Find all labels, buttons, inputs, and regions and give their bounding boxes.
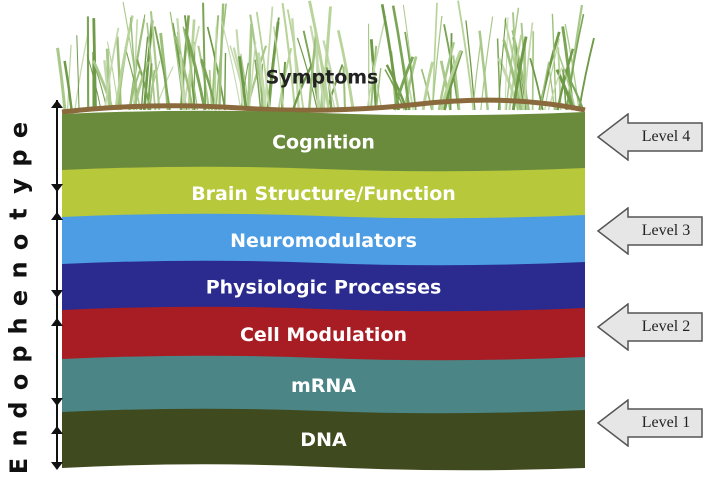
axis-arrow-up-icon — [51, 100, 63, 108]
side-title-letter: h — [7, 317, 31, 334]
level-arrow-2: Level 2 — [596, 303, 704, 351]
side-title-letter: E — [7, 458, 31, 474]
grass-illustration — [58, 1, 594, 110]
level-arrow-3: Level 3 — [596, 207, 704, 255]
level-label: Level 4 — [630, 113, 702, 161]
side-title-letter: o — [7, 234, 31, 251]
side-title-letter: d — [7, 401, 31, 418]
layer-label: Physiologic Processes — [206, 277, 442, 299]
axis-arrow-up-icon — [51, 426, 63, 434]
level-label: Level 1 — [630, 399, 702, 447]
axis-arrow-down-icon — [51, 290, 63, 298]
symptoms-label: Symptoms — [266, 67, 379, 89]
side-title-letter: p — [7, 345, 31, 362]
side-title-letter: o — [7, 374, 31, 391]
layer-label: DNA — [300, 429, 347, 451]
axis-arrow-down-icon — [51, 184, 63, 192]
axis-arrow-down-icon — [51, 398, 63, 406]
axis-arrow-down-icon — [51, 462, 63, 470]
endophenotype-axis — [51, 100, 63, 470]
layer-label: Brain Structure/Function — [191, 183, 456, 205]
side-title-letter: n — [7, 261, 31, 278]
side-title-letter: n — [7, 429, 31, 446]
axis-arrow-up-icon — [51, 318, 63, 326]
layer-label: Cognition — [272, 132, 375, 154]
level-arrow-4: Level 4 — [596, 113, 704, 161]
side-title-letter: t — [7, 208, 31, 219]
level-arrow-1: Level 1 — [596, 399, 704, 447]
side-title-letter: e — [7, 290, 31, 306]
side-title-letter: e — [7, 122, 31, 138]
level-label: Level 2 — [630, 303, 702, 351]
level-label: Level 3 — [630, 207, 702, 255]
layer-label: mRNA — [291, 375, 356, 397]
side-title-letter: y — [7, 178, 31, 194]
layer-label: Cell Modulation — [240, 324, 407, 346]
layer-label: Neuromodulators — [230, 230, 417, 252]
axis-arrow-up-icon — [51, 212, 63, 220]
side-title-letter: p — [7, 149, 31, 166]
